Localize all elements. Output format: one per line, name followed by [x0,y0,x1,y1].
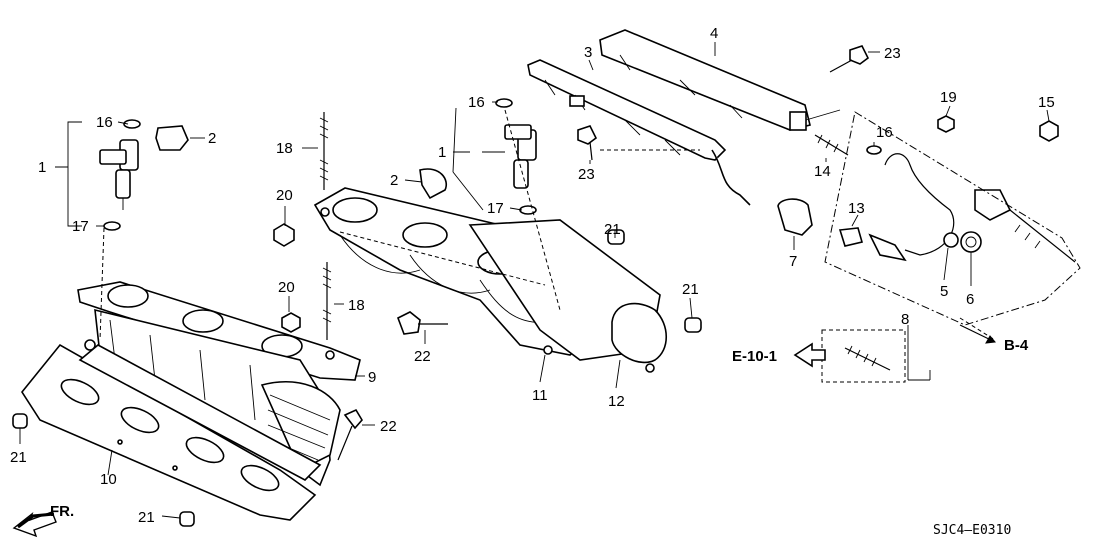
cap-nut-21-b [684,317,702,333]
bolt-23-center [577,125,598,161]
seal-16-right [866,145,882,155]
injector-clip-center [419,168,447,200]
callout-22: 22 [380,418,397,435]
callout-10: 10 [100,471,117,488]
callout-21: 21 [10,449,27,466]
callout-18: 18 [276,140,293,157]
throttle-body-gasket [611,302,667,373]
nut-20-upper [273,223,295,247]
callout-6: 6 [966,291,974,308]
e10-reference-box [821,329,906,383]
callout-16: 16 [876,124,893,141]
seal-16-center [495,98,513,108]
callout-20: 20 [278,279,295,296]
callout-8: 8 [901,311,909,328]
callout-23: 23 [578,166,595,183]
cap-nut-21-a [607,229,625,245]
stud-8 [844,345,891,371]
reference-b4[interactable]: B-4 [1004,337,1029,354]
callout-17: 17 [72,218,89,235]
callout-9: 9 [368,369,376,386]
callout-1: 1 [438,144,446,161]
callout-12: 12 [608,393,625,410]
callout-16: 16 [468,94,485,111]
seal-17-left [103,221,121,231]
arrow-e10 [793,342,826,368]
callout-7: 7 [789,253,797,270]
injector-clip-left [155,125,189,151]
connector-13 [838,227,863,247]
callout-19: 19 [940,89,957,106]
callout-11: 11 [532,387,548,404]
leader-lines [19,42,1050,519]
callout-2: 2 [390,172,398,189]
fuel-rail-3 [527,59,751,206]
callout-15: 15 [1038,94,1055,111]
stud-upper [319,112,329,190]
callout-1: 1 [38,159,46,176]
callout-17: 17 [487,200,504,217]
front-direction-arrow [12,511,57,538]
callout-13: 13 [848,200,865,217]
callout-2: 2 [208,130,216,147]
callout-23: 23 [884,45,901,62]
callout-5: 5 [940,283,948,300]
bolt-22-lower [337,408,363,461]
fuel-rail-4 [599,29,841,131]
fuel-injector-center [504,124,537,189]
intake-gasket [21,343,322,521]
reference-e10[interactable]: E-10-1 [732,348,777,365]
washer-5 [943,232,959,248]
nut-20-lower [281,312,301,333]
callout-20: 20 [276,187,293,204]
nut-15 [1039,120,1059,142]
assembly-box [824,111,1081,326]
callout-3: 3 [584,44,592,61]
arrow-b4 [959,324,996,344]
bolt-22-upper [396,311,448,335]
bracket-group-center [452,107,484,211]
callout-16: 16 [96,114,113,131]
stud-lower [322,262,332,340]
nut-19 [937,115,955,133]
seal-16-left [123,119,141,129]
diagram-code: SJC4–E0310 [933,523,1011,538]
cap-nut-21-c [12,413,28,429]
callout-21: 21 [604,221,621,238]
callout-14: 14 [814,163,831,180]
callout-22: 22 [414,348,431,365]
bracket-7 [777,198,813,236]
callout-4: 4 [710,25,718,42]
grommet-6 [960,231,982,253]
cap-nut-21-d [179,511,195,527]
front-label: FR. [50,503,74,520]
fuel-injector-left [99,139,139,210]
callout-21: 21 [138,509,155,526]
callout-21: 21 [682,281,699,298]
bolt-23-rail [829,45,870,73]
callout-18: 18 [348,297,365,314]
bracket-group-left [55,121,82,227]
stud-bolt-14 [814,134,849,156]
